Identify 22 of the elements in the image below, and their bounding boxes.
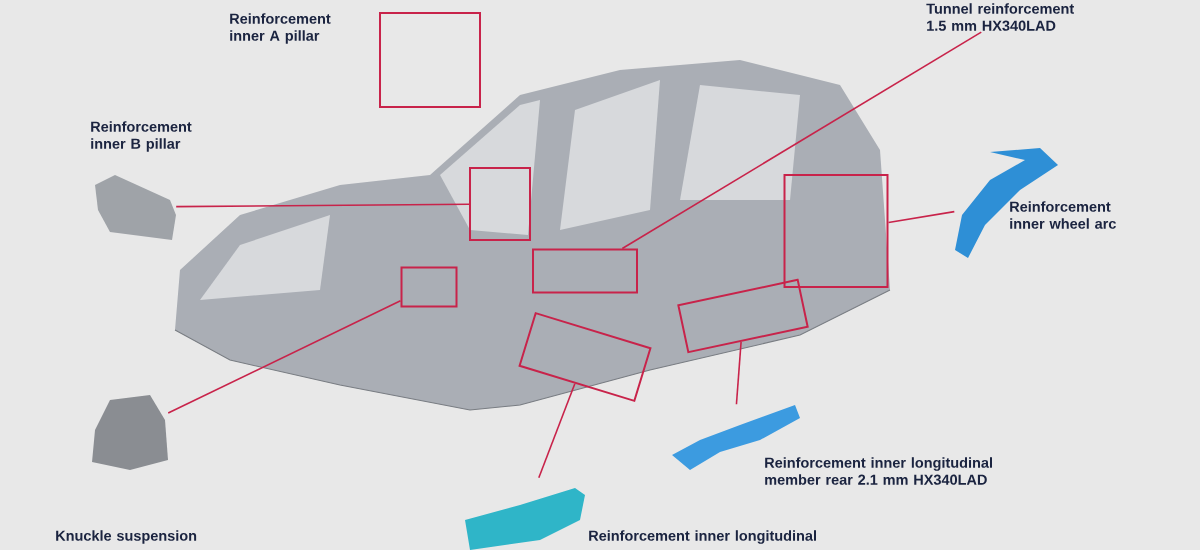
leader-line — [167, 299, 402, 414]
highlight-box — [400, 266, 458, 308]
callout-label: Tunnel reinforcement 1.5 mm HX340LAD — [926, 3, 1074, 31]
leader-line — [175, 203, 470, 208]
callout-label: Reinforcement inner wheel arc — [1010, 201, 1116, 229]
highlight-box — [677, 278, 809, 354]
callout-label: Reinforcement inner longitudinal — [589, 530, 816, 544]
part-drawing — [465, 488, 585, 550]
leader-line — [887, 210, 956, 224]
leader-line — [538, 382, 576, 479]
part-drawing — [95, 175, 176, 240]
callout-label: Knuckle suspension — [56, 530, 197, 544]
highlight-box — [783, 174, 889, 288]
highlight-box — [379, 12, 481, 108]
callout-label: Reinforcement inner B pillar — [91, 121, 192, 152]
callout-label: Reinforcement inner longitudinal member rear 2.1 mm HX340LAD — [765, 457, 992, 485]
leader-line — [621, 31, 983, 250]
callout-label: Reinforcement inner A pillar — [230, 13, 331, 44]
highlight-box — [469, 167, 531, 241]
highlight-box — [532, 248, 638, 294]
part-drawing — [92, 395, 168, 470]
leader-line — [735, 341, 742, 406]
